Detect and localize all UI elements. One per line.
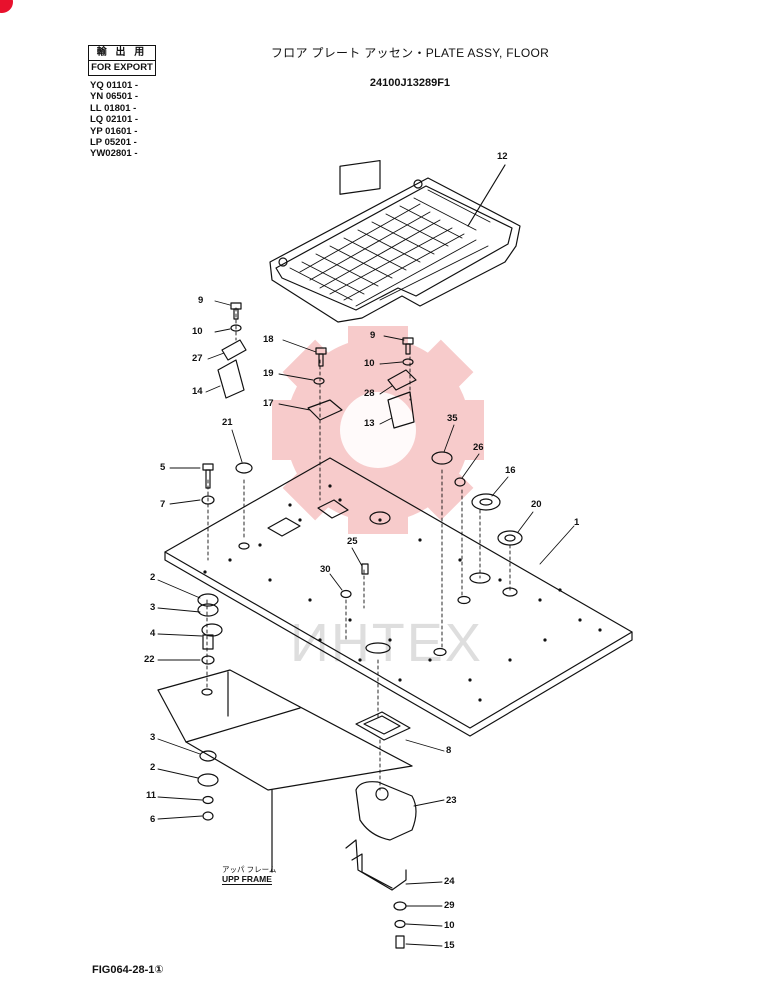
callout-label: 5 [160, 462, 166, 473]
floor-mat-part [269, 159, 521, 323]
callout-label: 35 [447, 413, 458, 424]
floor-plate-part [164, 457, 633, 737]
figure-id: FIG064-28-1① [92, 964, 164, 976]
callout-label: 2 [150, 762, 156, 773]
callout-label: 15 [444, 940, 455, 951]
export-label-en: FOR EXPORT [91, 62, 153, 73]
page-title: フロア プレート アッセン・PLATE ASSY, FLOOR [270, 46, 550, 60]
callout-label: 19 [263, 368, 274, 379]
callout-label: 18 [263, 334, 274, 345]
callout-label: 20 [531, 499, 542, 510]
callout-label: 14 [192, 386, 203, 397]
export-label-box: 輸 出 用 FOR EXPORT [88, 45, 156, 76]
callout-label: 25 [347, 536, 358, 547]
corner-marker [0, 0, 13, 13]
serial-item: LL 01801 - [90, 102, 137, 114]
callout-label: 13 [364, 418, 375, 429]
callout-label: 10 [192, 326, 203, 337]
callout-label: 4 [150, 628, 156, 639]
callout-label: 3 [150, 732, 156, 743]
callout-label: 2 [150, 572, 156, 583]
upper-frame [157, 669, 413, 873]
callout-label: 9 [198, 295, 204, 306]
callout-label: 17 [263, 398, 274, 409]
callout-label: 30 [320, 564, 331, 575]
callout-label: 29 [444, 900, 455, 911]
callout-label: 8 [446, 745, 452, 756]
callout-label: 16 [505, 465, 516, 476]
callout-label: 3 [150, 602, 156, 613]
frame-label-en: UPP FRAME [222, 874, 272, 885]
callout-label: 28 [364, 388, 375, 399]
frame-label-jp: アッパ フレーム [222, 865, 277, 874]
callout-label: 27 [192, 353, 203, 364]
callout-label: 26 [473, 442, 484, 453]
callout-label: 12 [497, 151, 508, 162]
callout-label: 10 [444, 920, 455, 931]
callout-label: 10 [364, 358, 375, 369]
callout-label: 11 [146, 790, 157, 801]
serial-item: YW02801 - [90, 148, 138, 160]
callout-label: 6 [150, 814, 156, 825]
callout-label: 1 [574, 517, 580, 528]
serial-item: YN 06501 - [90, 91, 139, 103]
part-number: 24100J13289F1 [369, 77, 451, 89]
serial-list: YQ 01101 - YN 06501 - LL 01801 - LQ 0210… [90, 80, 138, 160]
callout-label: 7 [160, 499, 166, 510]
serial-item: YQ 01101 - [90, 80, 139, 91]
serial-item: LQ 02101 - [90, 114, 139, 126]
serial-item: YP 01601 - [90, 125, 138, 137]
callout-label: 9 [370, 330, 376, 341]
hardware-parts [197, 302, 523, 949]
callout-label: 21 [222, 417, 233, 428]
callout-label: 22 [144, 654, 155, 665]
export-label-jp: 輸 出 用 [89, 46, 155, 61]
callout-label: 23 [446, 795, 457, 806]
callout-label: 24 [444, 876, 455, 887]
serial-item: LP 05201 - [90, 137, 137, 149]
